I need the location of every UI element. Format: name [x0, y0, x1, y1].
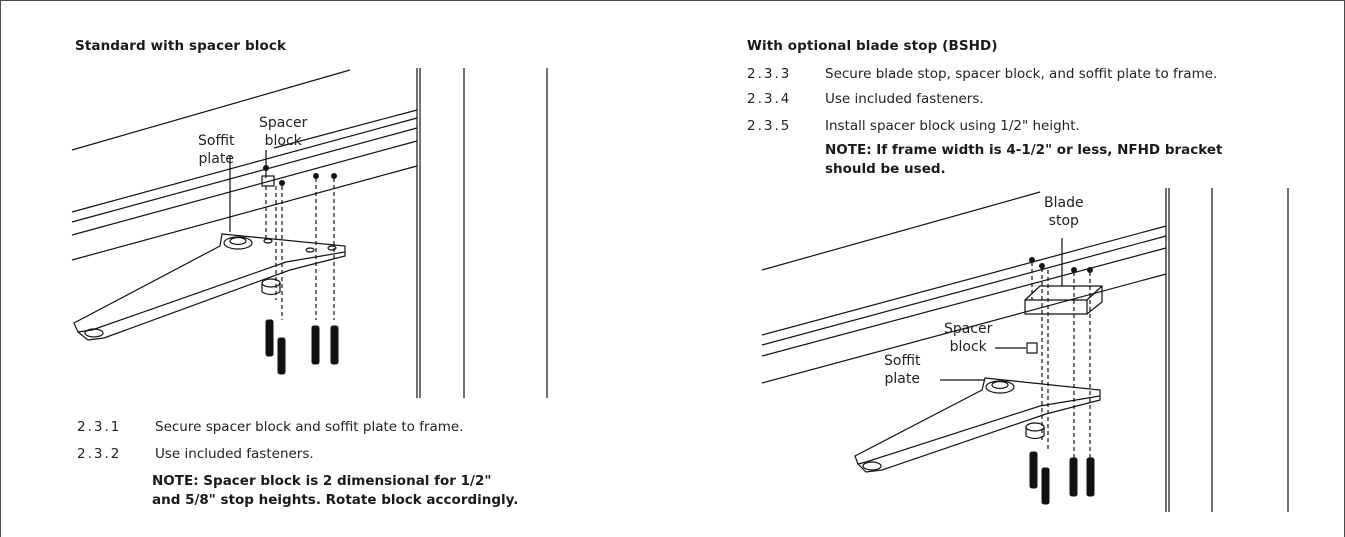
right-soffit-plate-label: Soffit plate	[884, 353, 921, 387]
left-spacer-block-label: Spacer block	[259, 115, 308, 149]
left-note: NOTE: Spacer block is 2 dimensional for …	[152, 473, 519, 508]
right-heading: With optional blade stop (BSHD)	[747, 38, 998, 54]
left-soffit-plate-label: Soffit plate	[198, 133, 235, 167]
right-note: NOTE: If frame width is 4-1/2" or less, …	[825, 142, 1223, 177]
left-heading: Standard with spacer block	[75, 38, 287, 54]
frame-top-border	[0, 0, 1345, 1]
right-spacer-block-label: Spacer block	[944, 321, 993, 355]
frame-left-border	[0, 0, 1, 537]
right-blade-stop-label: Blade stop	[1044, 195, 1084, 229]
